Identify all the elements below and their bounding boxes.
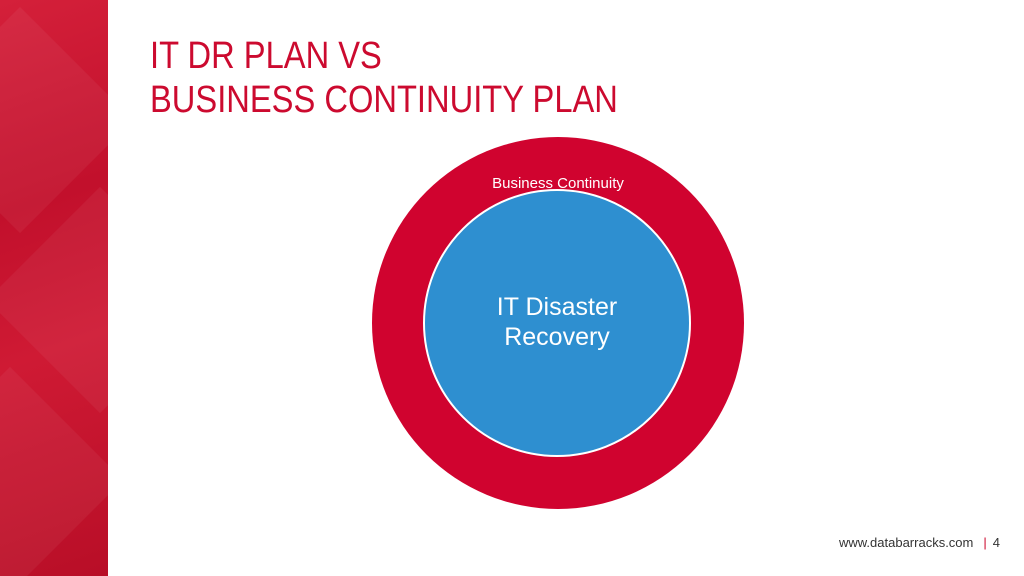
inner-label-line-2: Recovery — [504, 323, 610, 351]
it-disaster-recovery-circle — [423, 189, 691, 457]
footer-separator: | — [983, 535, 987, 550]
side-band — [0, 0, 108, 576]
business-continuity-label: Business Continuity — [492, 175, 624, 192]
it-disaster-recovery-label: IT Disaster Recovery — [423, 292, 691, 352]
inner-label-line-1: IT Disaster — [496, 293, 618, 321]
page-number: 4 — [992, 535, 1000, 550]
slide-title-line-2: BUSINESS CONTINUITY PLAN — [150, 79, 618, 121]
slide-title-line-1: IT DR PLAN VS — [150, 35, 382, 77]
slide-title: IT DR PLAN VS BUSINESS CONTINUITY PLAN — [150, 34, 618, 122]
footer-website: www.databarracks.com — [838, 535, 974, 550]
slide-footer: www.databarracks.com | 4 — [839, 535, 1000, 550]
